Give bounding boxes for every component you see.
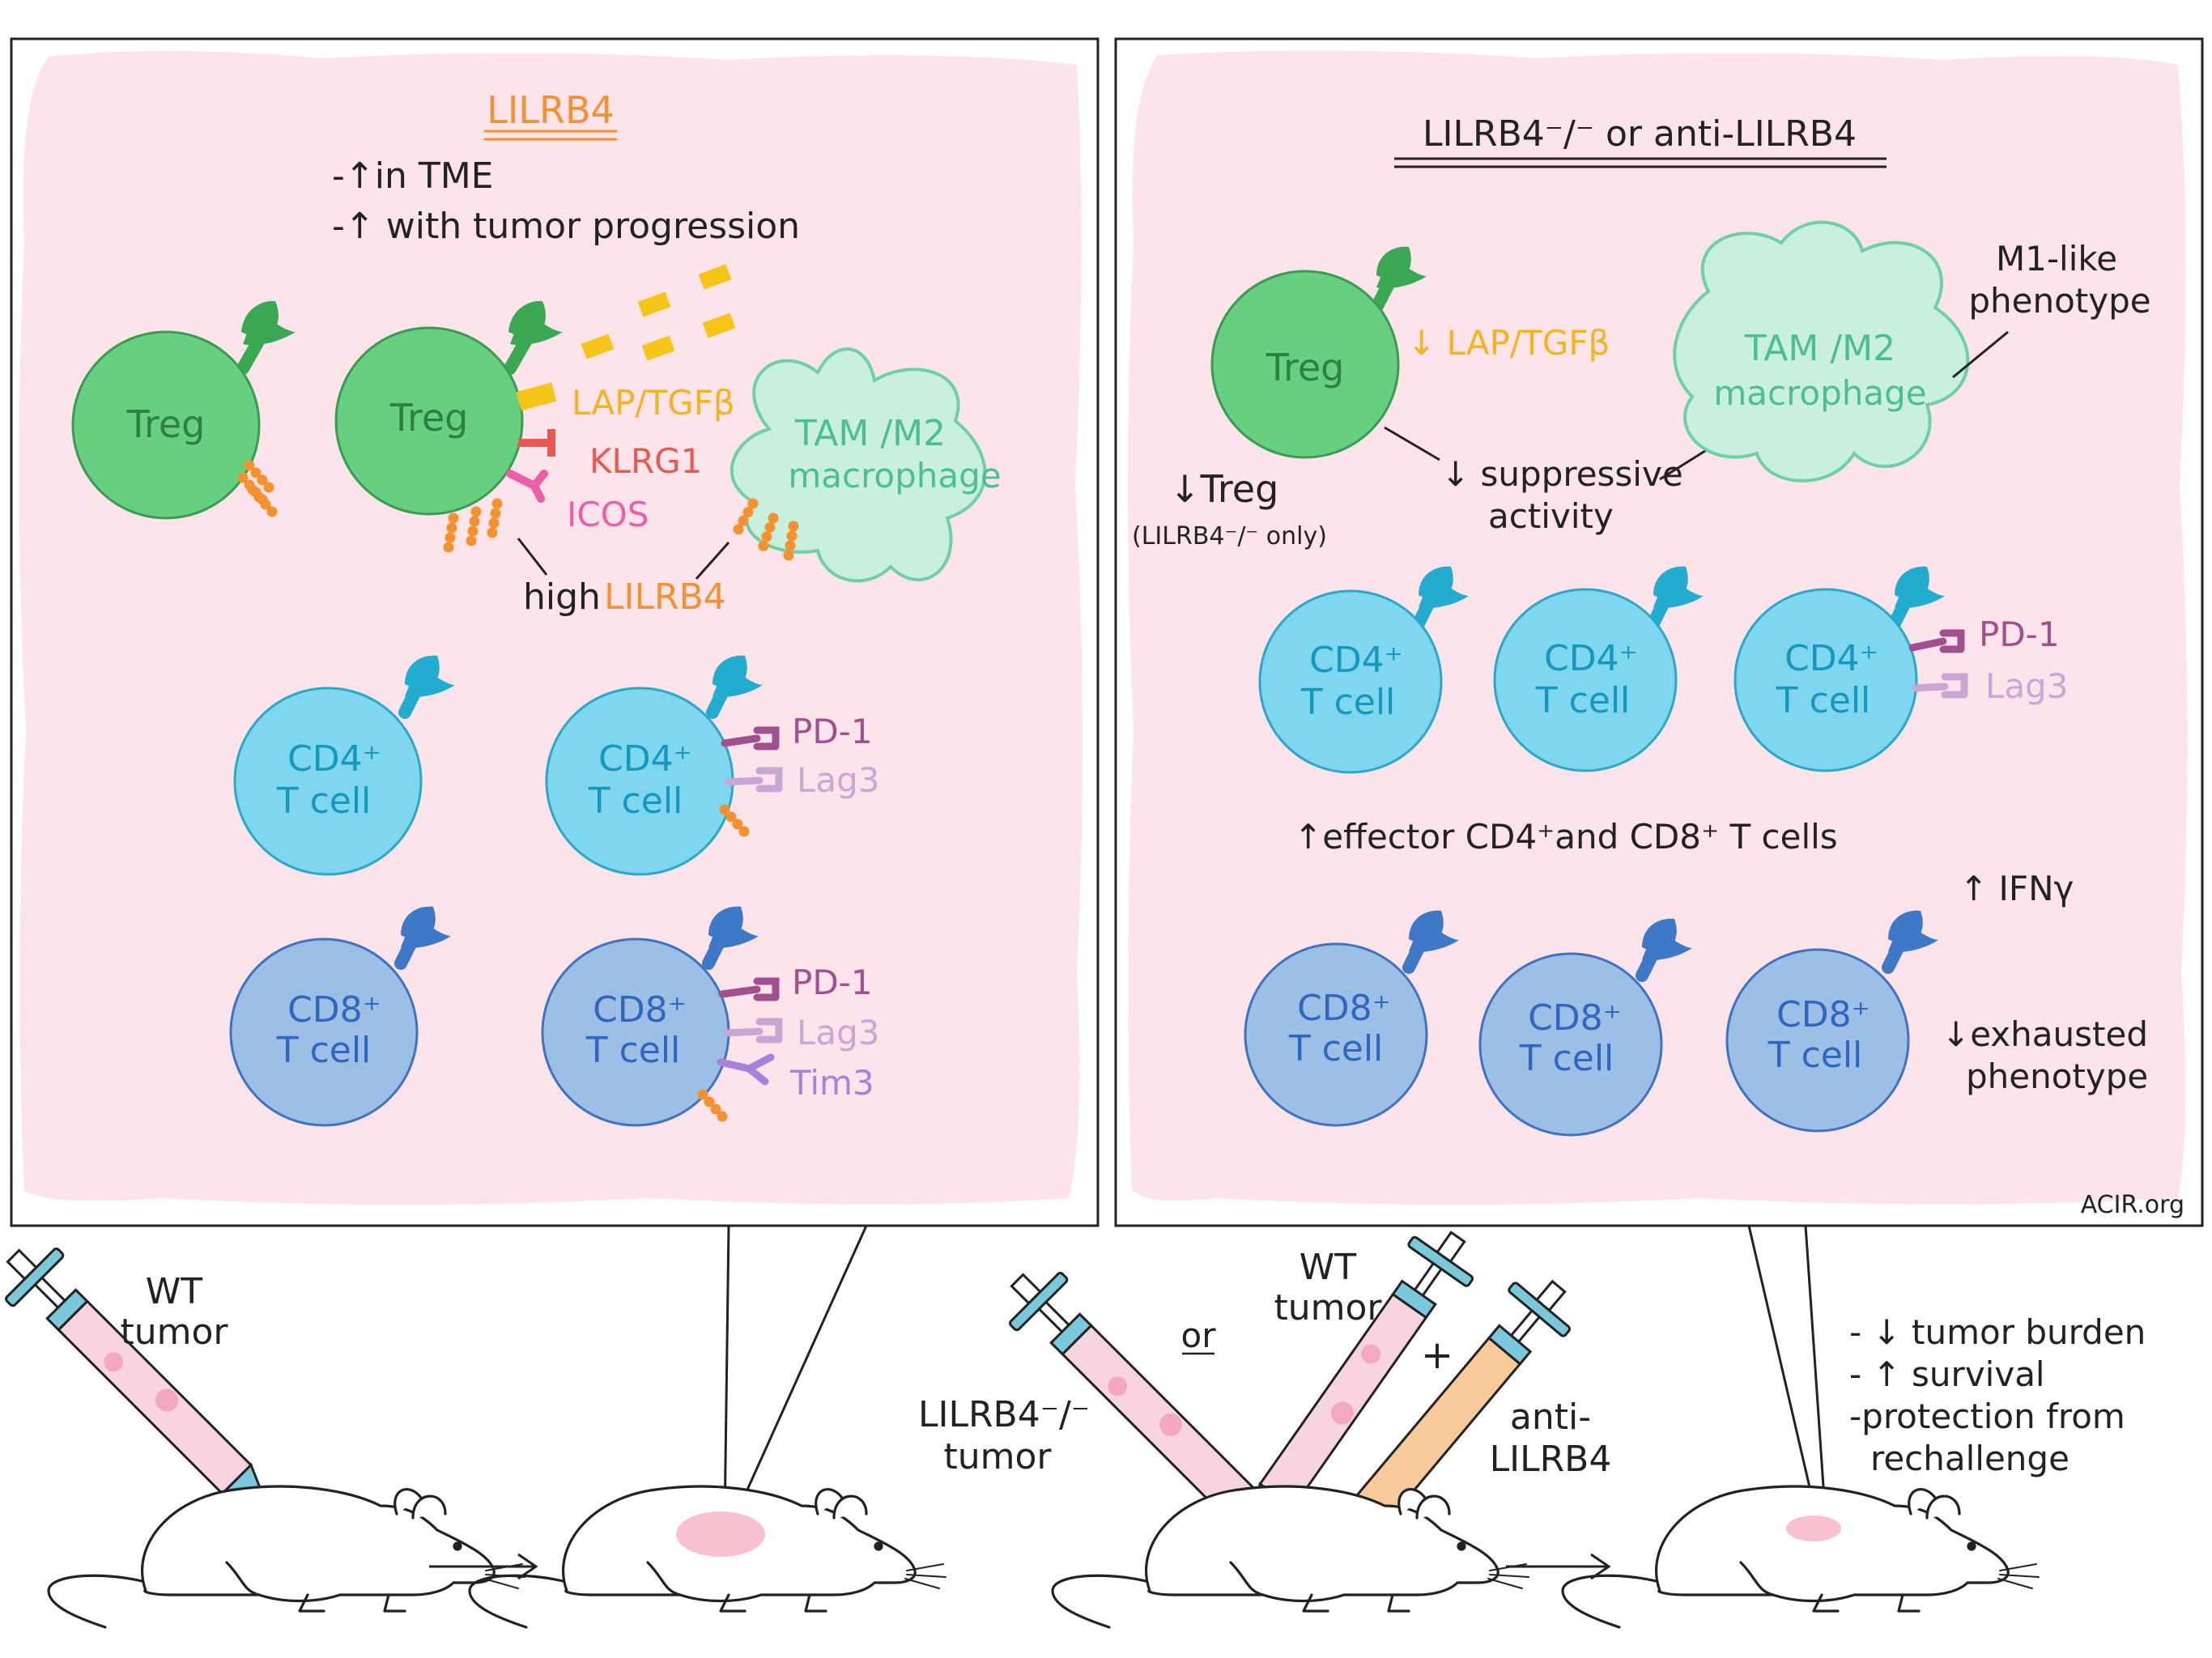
mouse-3 <box>1051 1485 1530 1629</box>
lilrb4-tumor-line-2: tumor <box>943 1436 1052 1477</box>
treg-cell-1: Treg <box>71 300 296 520</box>
lap-down-label: ↓ LAP/TGFβ <box>1407 323 1610 363</box>
left-title: LILRB4 <box>487 88 615 132</box>
wt-tumor-2-line-1: WT <box>1300 1247 1357 1288</box>
anti-line-2: LILRB4 <box>1490 1439 1612 1480</box>
treg-right-label: Treg <box>1266 346 1345 389</box>
lilrb4-tumor-line-1: LILRB4⁻/⁻ <box>918 1394 1090 1435</box>
cd8-right-2-line-1: CD8⁺ <box>1528 997 1622 1039</box>
treg-note-label: (LILRB4⁻/⁻ only) <box>1132 522 1327 551</box>
mouse-1 <box>47 1485 526 1629</box>
cd8-t-cell-right-2: CD8⁺ T cell <box>1478 918 1692 1137</box>
cd4-right-2-line-2: T cell <box>1535 680 1631 721</box>
syringe-lilrb4-tumor <box>990 1253 1331 1594</box>
cd8-right-1-line-2: T cell <box>1288 1028 1384 1069</box>
left-bullet-1: -↑in TME <box>332 155 493 197</box>
plus-label: + <box>1421 1333 1453 1378</box>
wt-tumor-1-line-2: tumor <box>120 1312 228 1353</box>
outcome-2: - ↑ survival <box>1849 1354 2045 1394</box>
cd4-t-cell-right-1: CD4⁺ T cell <box>1258 566 1469 774</box>
lag3-label-left-cd4: Lag3 <box>797 760 880 800</box>
cd4-left-2-line-1: CD4⁺ <box>598 738 692 780</box>
left-panel-background <box>19 50 1083 1205</box>
outcome-3: -protection from <box>1849 1397 2125 1436</box>
ifng-label: ↑ IFNγ <box>1959 869 2074 908</box>
pd1-label-left-cd4: PD-1 <box>792 712 873 751</box>
cd4-right-3-line-2: T cell <box>1776 680 1871 721</box>
suppressive-line-2: activity <box>1488 496 1614 536</box>
cd4-right-2-line-1: CD4⁺ <box>1544 638 1638 679</box>
treg-2-label: Treg <box>389 396 469 440</box>
lag3-label-left-cd8: Lag3 <box>797 1013 880 1052</box>
mouse-2-tumor <box>468 1485 947 1629</box>
wt-tumor-1-line-1: WT <box>146 1271 203 1312</box>
cd4-right-3-line-1: CD4⁺ <box>1784 638 1878 679</box>
cd4-left-2-line-2: T cell <box>588 780 683 822</box>
high-lilrb4-label: LILRB4 <box>604 576 726 618</box>
treg-cell-2: Treg <box>334 300 563 553</box>
cd4-left-1-line-2: T cell <box>276 780 372 822</box>
m1-line-2: phenotype <box>1968 281 2150 321</box>
cd8-left-1-line-2: T cell <box>276 1030 372 1071</box>
tam-right-line-2: macrophage <box>1713 373 1926 413</box>
exhausted-line-2: phenotype <box>1966 1056 2148 1096</box>
cd4-t-cell-left-1: CD4⁺ T cell <box>233 655 455 876</box>
cd4-t-cell-right-3: CD4⁺ T cell <box>1733 566 1968 772</box>
cd4-right-1-line-1: CD4⁺ <box>1309 640 1403 681</box>
tam-left-line-2: macrophage <box>788 456 1001 495</box>
cd8-t-cell-right-1: CD8⁺ T cell <box>1244 910 1459 1127</box>
cd8-left-2-line-1: CD8⁺ <box>593 989 687 1031</box>
cd4-t-cell-left-2: CD4⁺ T cell <box>545 655 783 876</box>
mouse-4-small-tumor <box>1561 1485 2040 1629</box>
exhausted-line-1: ↓exhausted <box>1942 1014 2148 1054</box>
cd8-t-cell-left-2: CD8⁺ T cell <box>541 906 783 1127</box>
tgfb-particles <box>581 264 736 361</box>
pd1-label-right: PD-1 <box>1979 614 2060 654</box>
lap-tgfb-label: LAP/TGFβ <box>572 383 735 423</box>
icos-label: ICOS <box>567 495 649 534</box>
cd4-t-cell-right-2: CD4⁺ T cell <box>1493 566 1704 772</box>
cd4-right-1-line-2: T cell <box>1300 682 1396 723</box>
m1-line-1: M1-like <box>1996 239 2117 278</box>
cd8-right-2-line-2: T cell <box>1519 1038 1614 1079</box>
treg-cell-right: Treg <box>1210 246 1427 459</box>
klrg1-label: KLRG1 <box>589 441 702 481</box>
cd8-right-1-line-1: CD8⁺ <box>1297 988 1391 1029</box>
arrow-2 <box>1506 1553 1611 1580</box>
tam-right-line-1: TAM /M2 <box>1744 328 1895 369</box>
tam-macrophage-right: TAM /M2 macrophage <box>1673 220 1970 483</box>
treg-1-label: Treg <box>126 402 206 446</box>
outcome-4: rechallenge <box>1870 1439 2069 1478</box>
tumor-small <box>1786 1516 1841 1541</box>
left-bullet-2: -↑ with tumor progression <box>332 206 800 247</box>
treg-down-label: ↓Treg <box>1169 467 1278 511</box>
effector-label: ↑effector CD4⁺and CD8⁺ T cells <box>1294 817 1838 857</box>
cd8-left-1-line-1: CD8⁺ <box>287 989 381 1031</box>
tim3-label-left-cd8: Tim3 <box>789 1063 874 1103</box>
lag3-label-right: Lag3 <box>1985 666 2069 706</box>
credit-label: ACIR.org <box>2081 1191 2184 1219</box>
or-label: or <box>1181 1316 1217 1355</box>
suppressive-line-1: ↓ suppressive <box>1441 454 1683 494</box>
tumor-large <box>676 1511 765 1557</box>
wt-tumor-2-line-2: tumor <box>1274 1287 1382 1329</box>
cd8-t-cell-left-1: CD8⁺ T cell <box>229 906 451 1127</box>
tam-macrophage-left: TAM /M2 macrophage <box>730 347 1002 583</box>
high-label: high <box>523 576 601 618</box>
cd8-t-cell-right-3: CD8⁺ T cell <box>1725 910 1938 1133</box>
right-title: LILRB4⁻/⁻ or anti-LILRB4 <box>1423 113 1857 155</box>
anti-line-1: anti- <box>1510 1397 1591 1438</box>
syringe-wt-tumor-left <box>0 1229 327 1570</box>
cd8-right-3-line-1: CD8⁺ <box>1776 994 1870 1035</box>
cd8-right-3-line-2: T cell <box>1767 1035 1863 1076</box>
tam-left-line-1: TAM /M2 <box>794 413 946 454</box>
cd8-left-2-line-2: T cell <box>585 1030 681 1071</box>
syringe-wt-tumor-right <box>1194 1214 1489 1591</box>
cd4-left-1-line-1: CD4⁺ <box>287 738 381 780</box>
pd1-label-left-cd8: PD-1 <box>792 963 873 1002</box>
outcome-1: - ↓ tumor burden <box>1849 1312 2146 1352</box>
